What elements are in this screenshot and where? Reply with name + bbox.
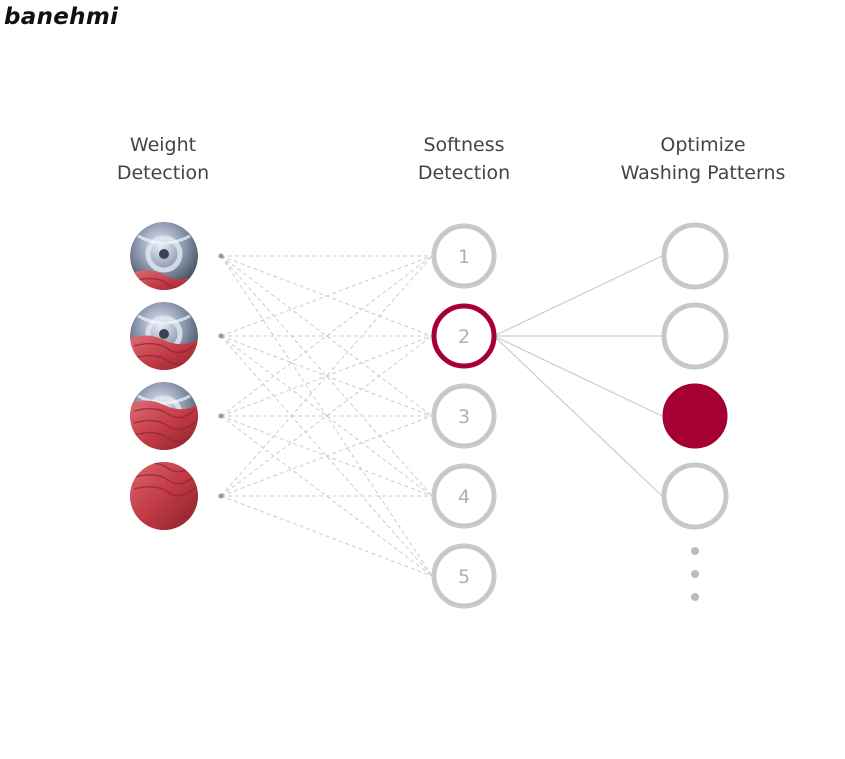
link-weight-1-softness-3 — [220, 255, 433, 417]
ellipsis-dot-3 — [691, 593, 699, 601]
weight-detection-title: Weight Detection — [93, 131, 233, 187]
washing-pattern-node-4 — [661, 462, 729, 530]
weight-level-2-connector — [218, 333, 224, 339]
fabric — [130, 400, 198, 450]
fabric-fold — [133, 342, 197, 354]
ellipsis-dot-2 — [691, 570, 699, 578]
link-weight-1-softness-4 — [220, 255, 433, 497]
weight-title-line1: Weight — [129, 134, 197, 156]
link-weight-3-softness-2 — [220, 335, 433, 417]
softness-detection-nodes: 1 2 3 4 5 — [431, 223, 497, 609]
more-patterns-ellipsis — [691, 547, 699, 601]
washing-pattern-node-2 — [661, 302, 729, 370]
weight-level-4-connector — [218, 493, 224, 499]
weight-level-3-image — [130, 382, 198, 450]
link-softness-selected-pattern-1 — [493, 255, 663, 337]
link-weight-4-softness-5 — [220, 495, 433, 577]
drum-highlight — [137, 394, 191, 405]
softness-node-1 — [431, 223, 497, 289]
fabric — [130, 462, 198, 530]
ellipsis-dot-1 — [691, 547, 699, 555]
weight-level-1-connector — [218, 253, 224, 259]
watermark: banehmi — [4, 4, 119, 30]
drum-hub — [159, 249, 169, 259]
washing-pattern-nodes — [661, 222, 729, 530]
softness-node-2 — [431, 303, 497, 369]
washing-pattern-node-1 — [661, 222, 729, 290]
drum-ring — [145, 235, 183, 273]
softness-title-line2: Detection — [417, 162, 511, 184]
softness-label-2: 2 — [458, 326, 470, 348]
weight-title-line2: Detection — [116, 162, 210, 184]
link-weight-2-softness-1 — [220, 255, 433, 337]
softness-node-4 — [431, 463, 497, 529]
drum-highlight — [137, 234, 191, 245]
link-weight-4-softness-2 — [220, 335, 433, 497]
softness-label-5: 5 — [458, 566, 470, 588]
fabric-fold — [133, 419, 197, 431]
weight-detection-nodes — [130, 222, 224, 530]
link-softness-selected-pattern-3 — [493, 335, 663, 417]
weight-level-1-image — [130, 222, 198, 290]
softness-to-pattern-links — [493, 255, 663, 497]
optimize-title-line2: Washing Patterns — [620, 162, 786, 184]
link-weight-3-softness-1 — [220, 255, 433, 417]
weight-level-4-image — [130, 462, 198, 530]
softness-label-4: 4 — [458, 486, 470, 508]
softness-detection-title: Softness Detection — [394, 131, 534, 187]
weight-to-softness-links — [220, 255, 433, 577]
softness-label-3: 3 — [458, 406, 470, 428]
softness-node-3 — [431, 383, 497, 449]
fabric-fold — [133, 486, 197, 497]
link-weight-2-softness-4 — [220, 335, 433, 497]
fabric-fold — [133, 407, 197, 419]
softness-node-5 — [431, 543, 497, 609]
link-weight-4-softness-3 — [220, 415, 433, 497]
weight-level-2-image — [130, 302, 198, 370]
softness-title-line1: Softness — [423, 134, 505, 156]
optimize-patterns-title: Optimize Washing Patterns — [598, 131, 808, 187]
weight-level-3-connector — [218, 413, 224, 419]
fabric-fold — [133, 431, 197, 443]
drum-hub — [159, 329, 169, 339]
fabric-fold — [133, 474, 197, 485]
link-weight-3-softness-5 — [220, 415, 433, 577]
selected-washing-pattern-node — [662, 383, 728, 449]
link-softness-selected-pattern-4 — [493, 335, 663, 497]
link-weight-4-softness-1 — [220, 255, 433, 497]
softness-label-1: 1 — [458, 246, 470, 268]
optimize-title-line1: Optimize — [660, 134, 746, 156]
drum-highlight — [137, 314, 191, 325]
link-weight-2-softness-5 — [220, 335, 433, 577]
